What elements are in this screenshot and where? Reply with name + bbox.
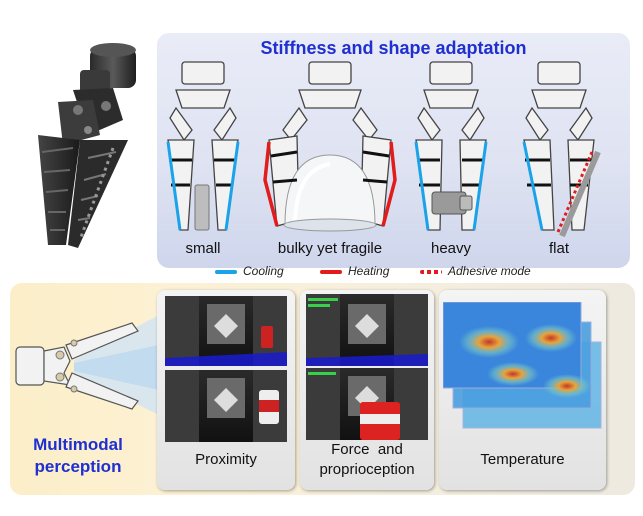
card-force-label-line2: proprioception (319, 461, 415, 478)
card-temperature: Temperature (439, 290, 606, 490)
card-temperature-label: Temperature (439, 450, 606, 470)
legend-label-cooling: Cooling (243, 264, 284, 278)
gripper-motor-housing (80, 43, 136, 96)
legend-item-adhesive: Adhesive mode (420, 264, 531, 278)
gripper-finger-right (68, 140, 128, 248)
stiffness-panel-title: Stiffness and shape adaptation (260, 38, 527, 58)
gripper-label-bulky: bulky yet fragile (277, 240, 383, 257)
card-force-label: Force and proprioception (300, 440, 434, 480)
proximity-camera-top (165, 296, 287, 366)
gripper-flat (522, 61, 601, 238)
legend-label-heating: Heating (348, 264, 390, 278)
temperature-heatmaps (443, 302, 602, 429)
perception-title-line1: Multimodal (33, 435, 123, 454)
gripper-linkages (58, 88, 123, 145)
legend-label-adhesive: Adhesive mode (448, 264, 531, 278)
gripper-small (166, 61, 240, 231)
legend-swatch-adhesive (420, 269, 442, 274)
card-proximity-label: Proximity (157, 450, 295, 470)
legend-swatch-cooling (215, 269, 237, 274)
card-force: Force and proprioception (300, 290, 434, 490)
card-force-label-line1: Force and (331, 441, 403, 458)
gripper-label-small: small (185, 240, 221, 257)
proximity-camera-bottom (165, 370, 287, 442)
gripper-bulky (263, 61, 397, 232)
card-proximity: Proximity (157, 290, 295, 490)
gripper-3d-render (38, 43, 136, 248)
card-proximity-label-line1: Proximity (195, 451, 257, 468)
gripper-finger-left (38, 135, 80, 245)
gripper-heavy (414, 61, 488, 231)
legend-swatch-heating (320, 269, 342, 274)
force-camera-top (306, 294, 428, 366)
legend-item-cooling: Cooling (215, 264, 284, 278)
perception-title-line2: perception (34, 457, 122, 476)
legend-item-heating: Heating (320, 264, 389, 278)
card-temperature-label-line1: Temperature (480, 451, 565, 468)
gripper-label-heavy: heavy (430, 240, 472, 257)
gripper-label-flat: flat (548, 240, 569, 257)
force-camera-bottom (306, 368, 428, 440)
legend: Cooling Heating Adhesive mode (215, 264, 575, 282)
gripper-perception-diagram (15, 315, 159, 415)
perception-title: Multimodal perception (22, 434, 134, 478)
